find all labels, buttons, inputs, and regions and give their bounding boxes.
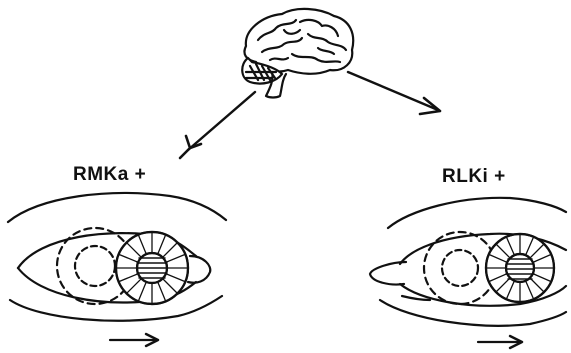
- eye-icon: [8, 193, 226, 346]
- arrow-icon: [180, 92, 255, 158]
- eye-icon: [370, 198, 566, 348]
- arrow-icon: [348, 72, 440, 114]
- label-rmka: RMKa +: [73, 164, 146, 186]
- label-rlki: RLKi +: [442, 166, 506, 188]
- brain-icon: [242, 9, 353, 98]
